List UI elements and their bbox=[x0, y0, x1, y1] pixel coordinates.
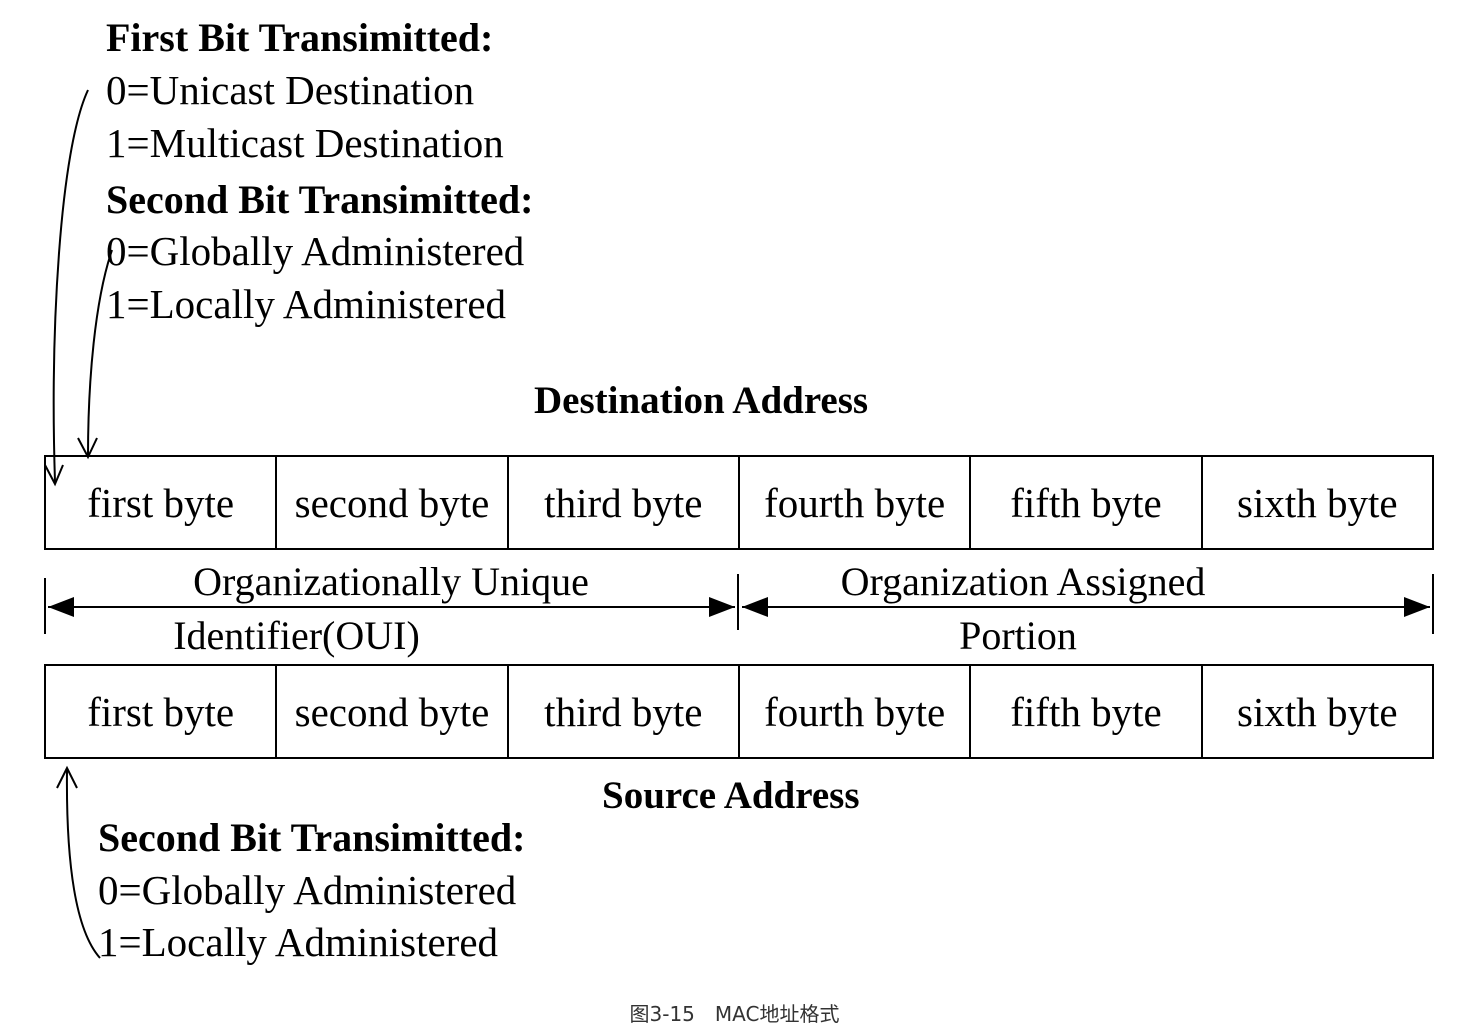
first-bit-arrow bbox=[52, 89, 89, 483]
src-second-bit-heading: Second Bit Transimitted: bbox=[98, 815, 526, 860]
dest-byte-6: sixth byte bbox=[1237, 479, 1398, 526]
dest-second-bit-heading: Second Bit Transimitted: bbox=[106, 177, 534, 222]
destination-byte-row: first byte second byte third byte fourth… bbox=[44, 455, 1434, 550]
src-second-bit-option-0: 0=Globally Administered bbox=[98, 867, 517, 913]
first-bit-option-0: 0=Unicast Destination bbox=[106, 67, 475, 113]
src-byte-4: fourth byte bbox=[740, 666, 972, 757]
dest-second-bit-option-1: 1=Locally Administered bbox=[106, 281, 507, 327]
assigned-label-line1: Organization Assigned bbox=[840, 559, 1206, 604]
dest-second-bit-arrowhead bbox=[77, 437, 98, 460]
dest-second-bit-arrow bbox=[87, 249, 113, 457]
dest-byte-1: first byte bbox=[46, 457, 278, 548]
destination-address-title: Destination Address bbox=[534, 379, 869, 422]
oui-span-arrowhead-right bbox=[709, 597, 735, 617]
src-byte-1: first byte bbox=[46, 666, 278, 757]
oui-label-line1: Organizationally Unique bbox=[193, 559, 589, 604]
source-address-title: Source Address bbox=[602, 774, 860, 817]
dest-second-bit-option-0: 0=Globally Administered bbox=[106, 228, 525, 274]
dest-byte-2: second byte bbox=[277, 457, 509, 548]
src-byte-3: third byte bbox=[509, 666, 740, 757]
first-bit-option-1: 1=Multicast Destination bbox=[106, 120, 504, 166]
assigned-span-arrowhead-right bbox=[1404, 597, 1430, 617]
src-second-bit-arrowhead bbox=[56, 765, 78, 789]
src-byte-6: sixth byte bbox=[1237, 688, 1398, 735]
figure-caption: 图3-15 MAC地址格式 bbox=[629, 1002, 840, 1026]
src-byte-2: second byte bbox=[277, 666, 509, 757]
src-byte-5: fifth byte bbox=[971, 666, 1203, 757]
src-second-bit-option-1: 1=Locally Administered bbox=[98, 919, 499, 965]
first-bit-heading: First Bit Transimitted: bbox=[106, 15, 494, 60]
source-byte-row: first byte second byte third byte fourth… bbox=[44, 664, 1434, 759]
dest-byte-4: fourth byte bbox=[740, 457, 972, 548]
oui-label-line2: Identifier(OUI) bbox=[173, 613, 420, 658]
first-bit-arrowhead bbox=[44, 464, 64, 487]
assigned-label-line2: Portion bbox=[959, 613, 1077, 658]
oui-span-arrowhead-left bbox=[48, 597, 74, 617]
assigned-span-arrowhead-left bbox=[742, 597, 768, 617]
dest-byte-5: fifth byte bbox=[971, 457, 1203, 548]
dest-byte-3: third byte bbox=[509, 457, 740, 548]
src-second-bit-arrow bbox=[65, 769, 101, 959]
